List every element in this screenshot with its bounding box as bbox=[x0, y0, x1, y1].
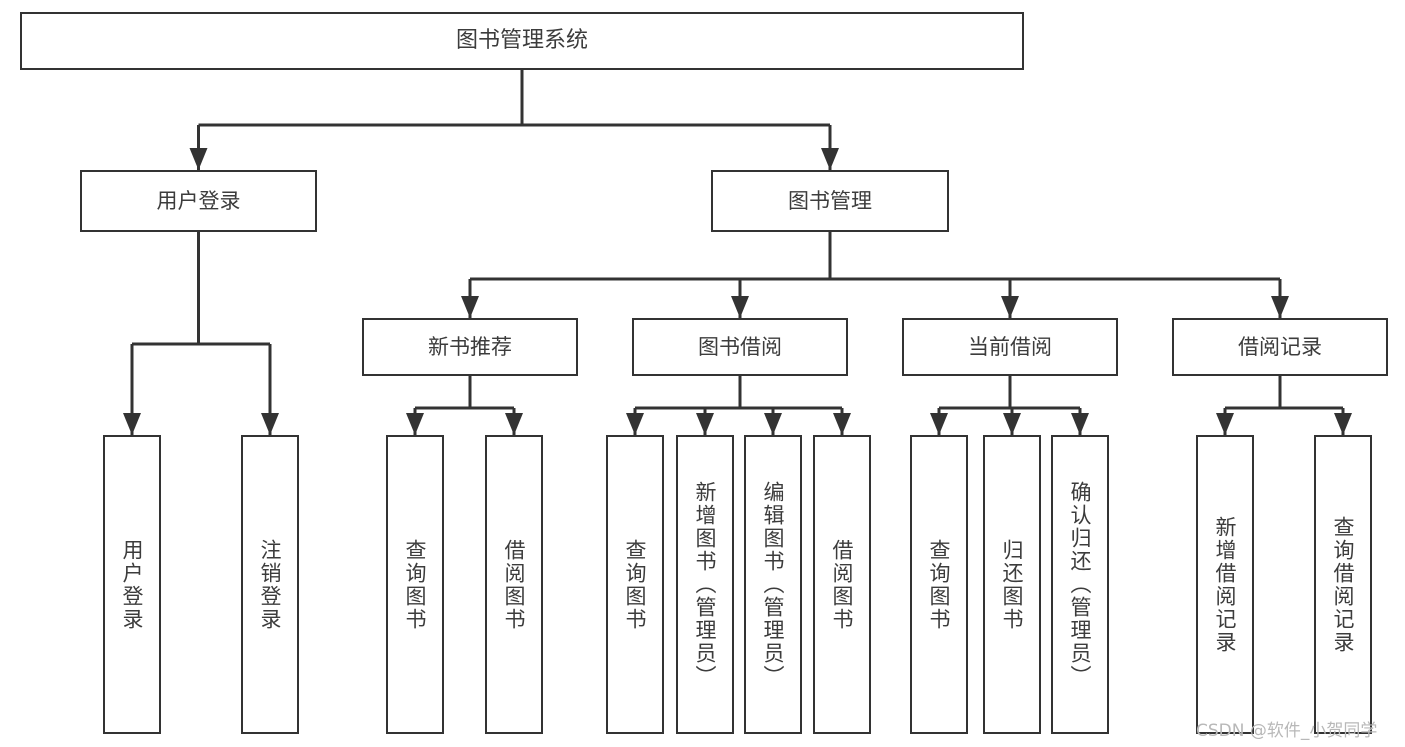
node-label: 用户登录 bbox=[120, 538, 145, 631]
node-leaf-borrow-book-2[interactable]: 借阅图书 bbox=[813, 435, 871, 734]
node-label: 用户登录 bbox=[156, 188, 241, 213]
node-leaf-confirm-return[interactable]: 确认归还（管理员） bbox=[1051, 435, 1109, 734]
node-leaf-add-book[interactable]: 新增图书（管理员） bbox=[676, 435, 734, 734]
arrow-head-user-login bbox=[189, 148, 208, 170]
node-root[interactable]: 图书管理系统 bbox=[20, 12, 1024, 70]
node-leaf-return-book[interactable]: 归还图书 bbox=[983, 435, 1041, 734]
node-leaf-edit-book[interactable]: 编辑图书（管理员） bbox=[744, 435, 802, 734]
node-book-manage[interactable]: 图书管理 bbox=[711, 170, 949, 232]
arrow-head-leaf-add-record bbox=[1216, 413, 1234, 435]
node-leaf-logout[interactable]: 注销登录 bbox=[241, 435, 299, 734]
node-label: 新增借阅记录 bbox=[1213, 515, 1238, 654]
node-leaf-query-book-2[interactable]: 查询图书 bbox=[606, 435, 664, 734]
node-label: 确认归还（管理员） bbox=[1068, 481, 1093, 688]
node-leaf-user-login[interactable]: 用户登录 bbox=[103, 435, 161, 734]
node-leaf-borrow-book-1[interactable]: 借阅图书 bbox=[485, 435, 543, 734]
arrow-head-leaf-return-book bbox=[1003, 413, 1021, 435]
node-borrow-record[interactable]: 借阅记录 bbox=[1172, 318, 1388, 376]
node-label: 编辑图书（管理员） bbox=[761, 481, 786, 688]
arrow-head-book-borrow bbox=[731, 296, 749, 318]
arrow-head-borrow-record bbox=[1271, 296, 1289, 318]
node-leaf-add-record[interactable]: 新增借阅记录 bbox=[1196, 435, 1254, 734]
node-user-login[interactable]: 用户登录 bbox=[80, 170, 317, 232]
node-label: 借阅图书 bbox=[830, 538, 855, 631]
arrow-head-leaf-borrow-book-1 bbox=[505, 413, 523, 435]
node-new-book-rec[interactable]: 新书推荐 bbox=[362, 318, 578, 376]
node-leaf-query-book-3[interactable]: 查询图书 bbox=[910, 435, 968, 734]
node-label: 图书管理 bbox=[788, 188, 872, 213]
node-leaf-query-record[interactable]: 查询借阅记录 bbox=[1314, 435, 1372, 734]
arrow-head-new-book-rec bbox=[461, 296, 479, 318]
arrow-head-leaf-query-record bbox=[1334, 413, 1352, 435]
node-label: 查询图书 bbox=[927, 538, 952, 631]
node-label: 归还图书 bbox=[1000, 538, 1025, 631]
arrow-head-leaf-confirm-return bbox=[1071, 413, 1089, 435]
node-label: 借阅记录 bbox=[1238, 334, 1322, 359]
arrow-head-current-borrow bbox=[1001, 296, 1019, 318]
node-book-borrow[interactable]: 图书借阅 bbox=[632, 318, 848, 376]
csdn-watermark: CSDN @软件_小贺同学 bbox=[1196, 721, 1378, 741]
arrow-head-leaf-query-book-3 bbox=[930, 413, 948, 435]
arrow-head-leaf-add-book bbox=[696, 413, 714, 435]
node-label: 注销登录 bbox=[258, 538, 283, 631]
arrow-head-leaf-user-login bbox=[123, 413, 141, 435]
node-label: 查询借阅记录 bbox=[1331, 515, 1356, 654]
node-current-borrow[interactable]: 当前借阅 bbox=[902, 318, 1118, 376]
node-label: 查询图书 bbox=[623, 538, 648, 631]
arrow-head-leaf-edit-book bbox=[764, 413, 782, 435]
node-label: 新书推荐 bbox=[428, 334, 512, 359]
arrow-head-leaf-logout bbox=[261, 413, 279, 435]
node-label: 图书借阅 bbox=[698, 334, 782, 359]
node-label: 借阅图书 bbox=[502, 538, 527, 631]
node-label: 查询图书 bbox=[403, 538, 428, 631]
arrow-head-book-manage bbox=[821, 148, 839, 170]
arrow-head-leaf-borrow-book-2 bbox=[833, 413, 851, 435]
arrow-head-leaf-query-book-1 bbox=[406, 413, 424, 435]
node-leaf-query-book-1[interactable]: 查询图书 bbox=[386, 435, 444, 734]
node-label: 当前借阅 bbox=[968, 334, 1052, 359]
arrow-head-leaf-query-book-2 bbox=[626, 413, 644, 435]
node-label: 图书管理系统 bbox=[455, 28, 588, 54]
node-label: 新增图书（管理员） bbox=[693, 481, 718, 688]
